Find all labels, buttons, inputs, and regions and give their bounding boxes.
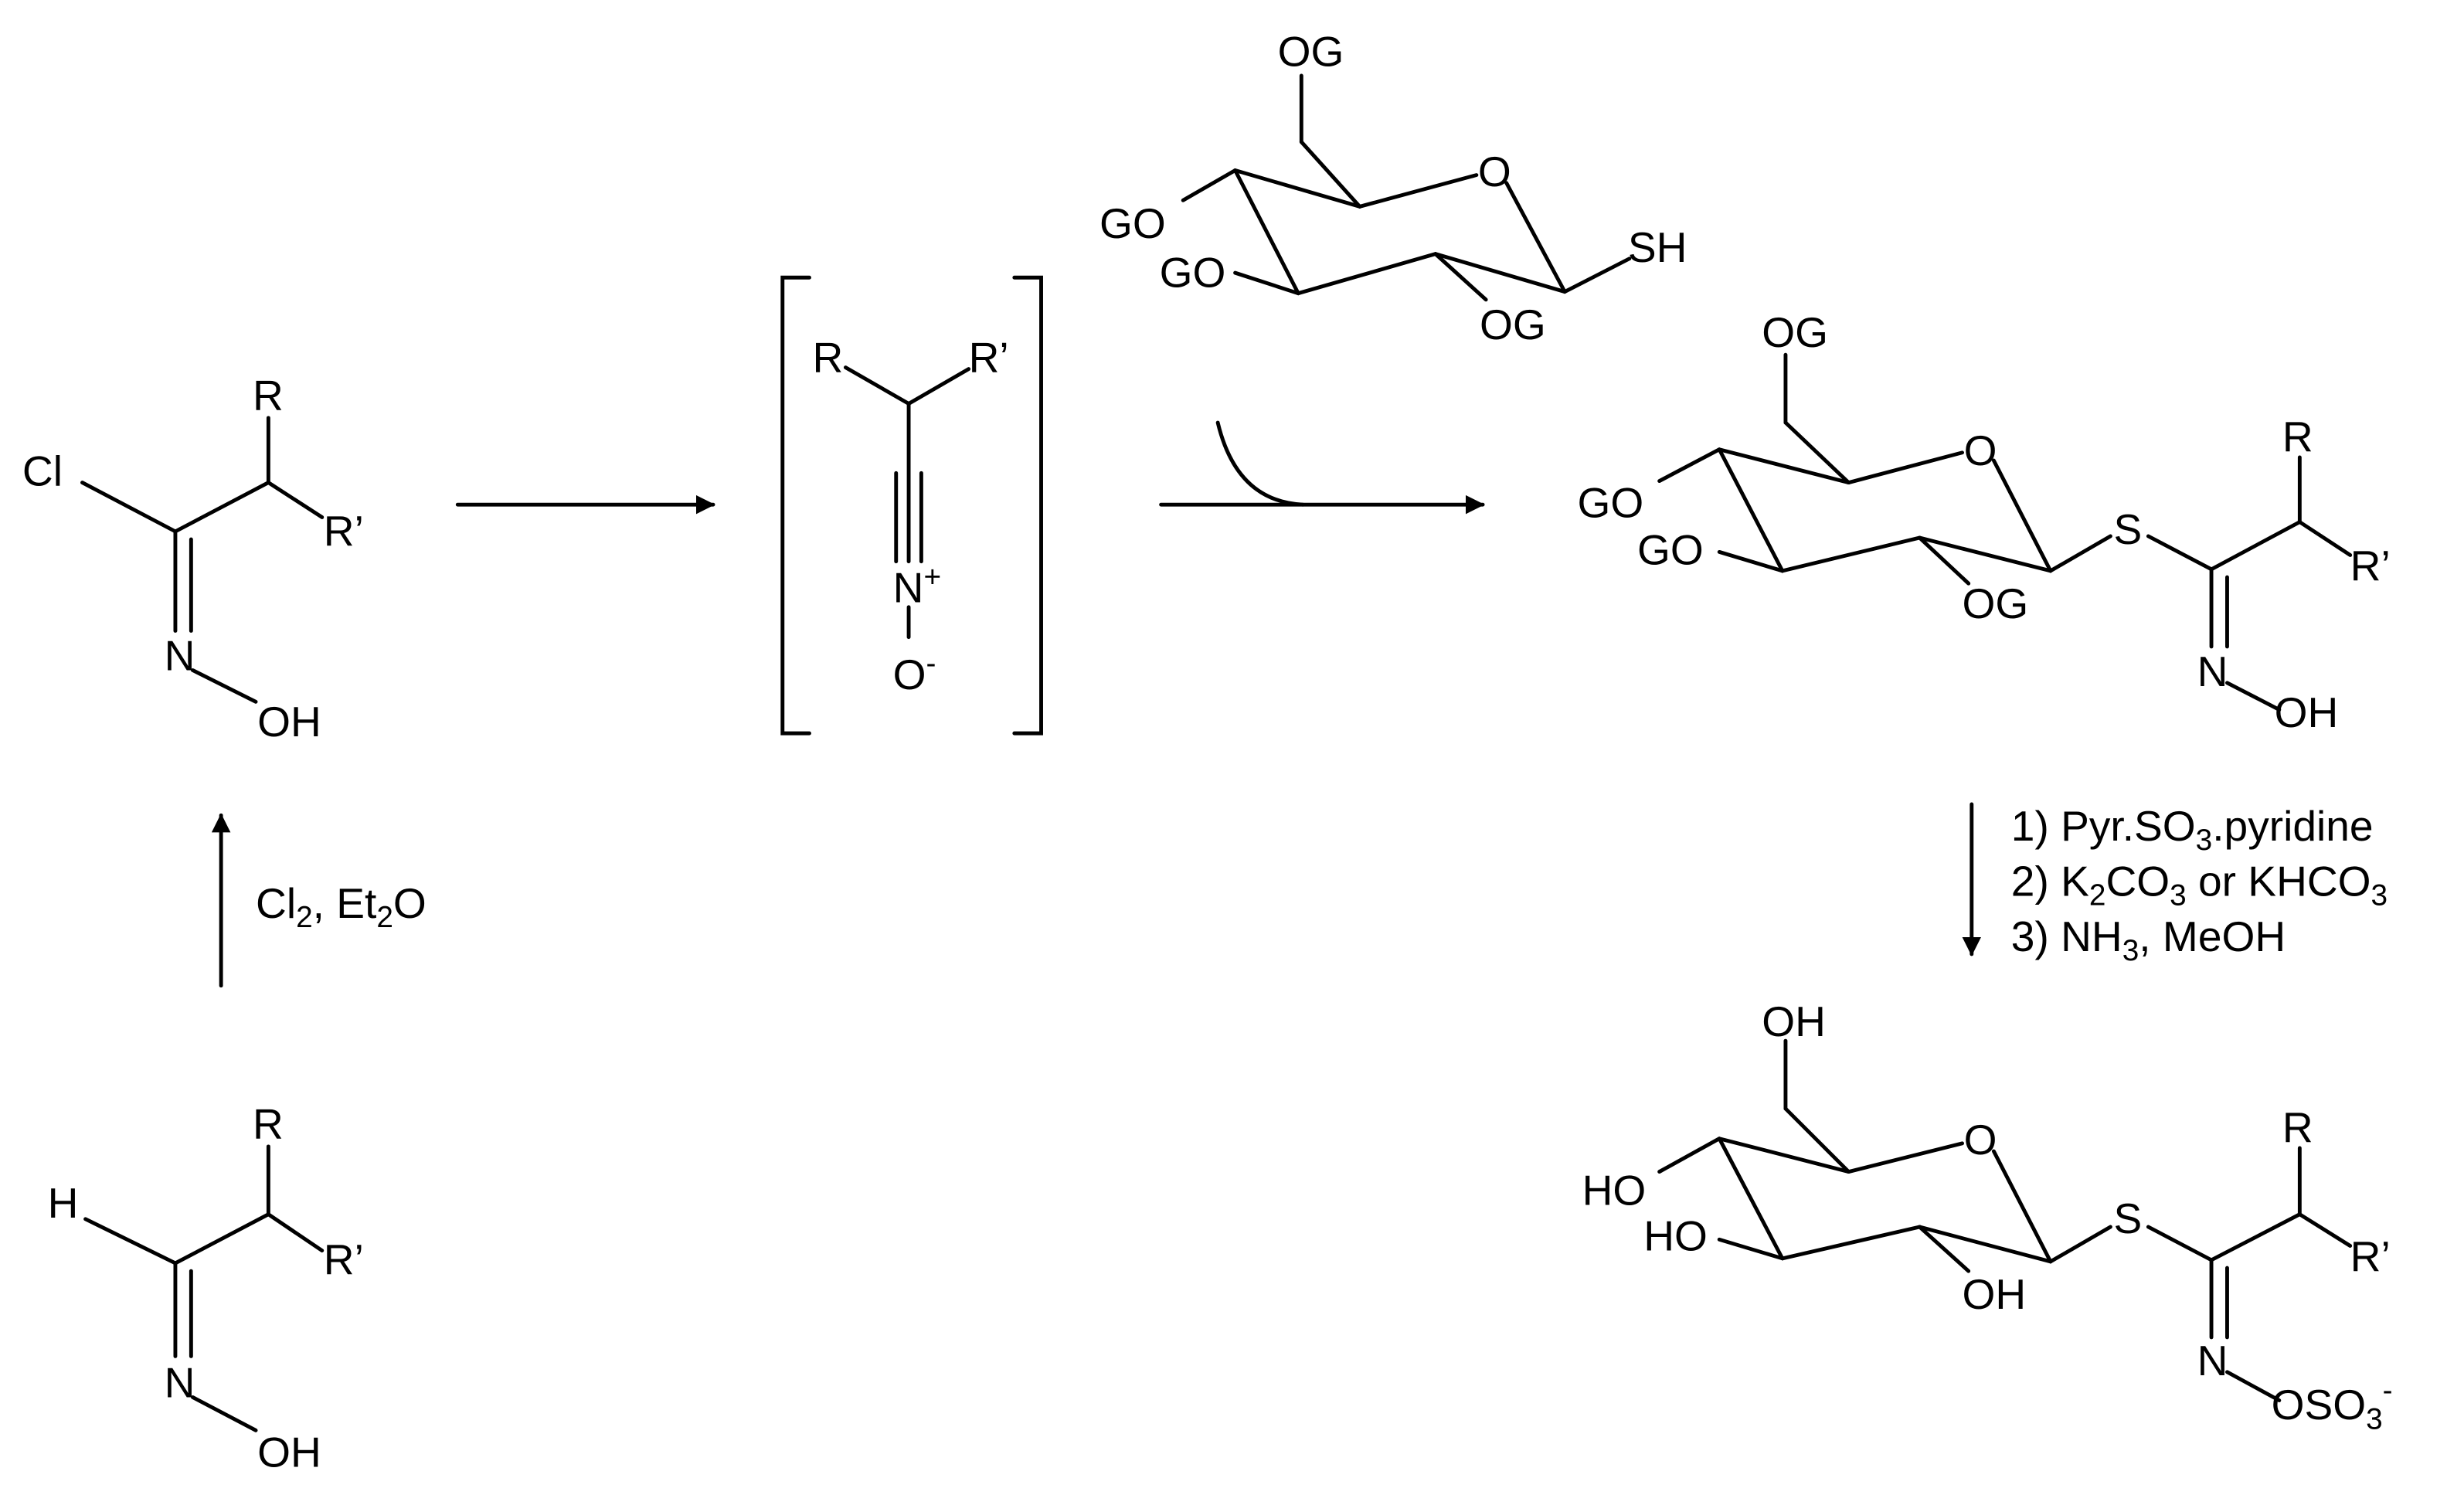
atom-O-ring: O bbox=[1964, 426, 1997, 474]
right-bracket bbox=[1012, 275, 1043, 736]
curved-addition-arrow bbox=[1215, 420, 1305, 507]
atom-HO: HO bbox=[1582, 1166, 1647, 1214]
atom-R: R bbox=[2282, 413, 2313, 460]
atom-OSO3-minus: OSO3- bbox=[2272, 1374, 2393, 1436]
atom-R: R bbox=[253, 1100, 284, 1148]
aldoxime-structure: H R R’ N OH bbox=[48, 1100, 364, 1476]
protected-glucosinolate-precursor: OG O GO GO OG S R R’ N OH bbox=[1578, 308, 2391, 736]
condition-chlorination: Cl2, Et2O bbox=[256, 879, 427, 934]
hydroximoyl-chloride-structure: Cl R R’ N OH bbox=[22, 372, 364, 746]
atom-O-ring: O bbox=[1478, 148, 1511, 195]
atom-OH: OH bbox=[2275, 688, 2339, 736]
atom-R: R bbox=[253, 372, 284, 420]
atom-OG: OG bbox=[1480, 301, 1546, 348]
atom-O-minus: O- bbox=[893, 647, 936, 698]
atom-GO: GO bbox=[1160, 248, 1226, 296]
nitrile-oxide-intermediate: R R’ N+ O- bbox=[780, 275, 1043, 736]
atom-R-prime: R’ bbox=[2350, 1232, 2391, 1280]
atom-OH: OH bbox=[257, 1428, 321, 1476]
atom-R-prime: R’ bbox=[324, 1235, 364, 1283]
atom-GO: GO bbox=[1578, 478, 1644, 526]
atom-N: N bbox=[2197, 1337, 2228, 1385]
atom-OH: OH bbox=[257, 698, 321, 746]
atom-H: H bbox=[48, 1179, 79, 1227]
atom-HO: HO bbox=[1643, 1212, 1708, 1260]
atom-R: R bbox=[813, 334, 844, 382]
atom-OH: OH bbox=[1963, 1270, 2027, 1318]
atom-GO: GO bbox=[1637, 526, 1704, 574]
condition-step-2: 2) K2CO3 or KHCO3 bbox=[2011, 857, 2388, 912]
atom-OH: OH bbox=[1762, 997, 1826, 1045]
atom-Cl: Cl bbox=[22, 447, 63, 495]
atom-OG: OG bbox=[1278, 28, 1344, 76]
condition-step-1: 1) Pyr.SO3.pyridine bbox=[2011, 802, 2374, 857]
atom-N-plus: N+ bbox=[893, 560, 941, 611]
glucosinolate-product: OH O HO HO OH S R R’ N OSO3- bbox=[1582, 997, 2393, 1436]
atom-GO: GO bbox=[1099, 199, 1166, 247]
atom-S: S bbox=[2113, 505, 2142, 553]
atom-R-prime: R’ bbox=[324, 507, 364, 555]
left-bracket bbox=[780, 275, 811, 736]
atom-SH: SH bbox=[1628, 223, 1687, 271]
condition-step-3: 3) NH3, MeOH bbox=[2011, 912, 2286, 967]
atom-OG: OG bbox=[1762, 308, 1828, 356]
atom-N: N bbox=[165, 1358, 195, 1406]
atom-R-prime: R’ bbox=[969, 334, 1009, 382]
atom-R: R bbox=[2282, 1103, 2313, 1151]
protected-thioglucose-structure: OG O GO GO SH OG bbox=[1099, 28, 1687, 348]
atom-R-prime: R’ bbox=[2350, 542, 2391, 590]
atom-N: N bbox=[165, 631, 195, 679]
atom-N: N bbox=[2197, 647, 2228, 695]
atom-O-ring: O bbox=[1964, 1116, 1997, 1164]
atom-OG: OG bbox=[1963, 579, 2029, 627]
atom-S: S bbox=[2113, 1194, 2142, 1242]
